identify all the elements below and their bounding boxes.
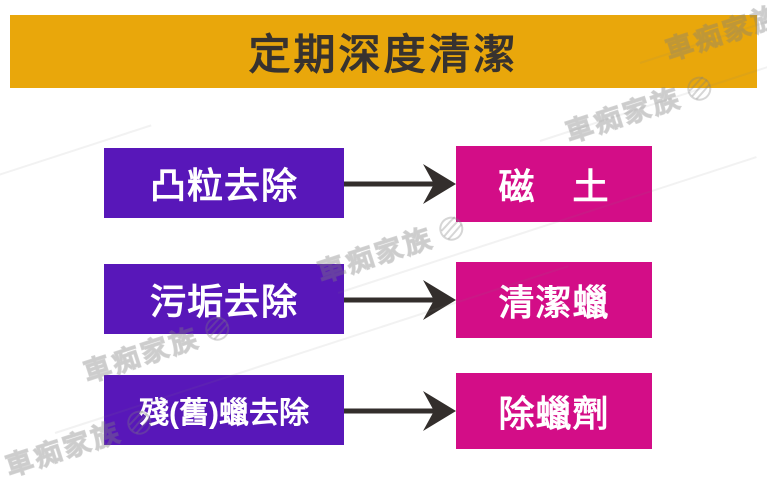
tool-label: 除蠟劑 <box>498 393 610 434</box>
tool-box: 磁 土 <box>456 146 652 222</box>
tool-box: 除蠟劑 <box>456 373 652 449</box>
tool-box: 清潔蠟 <box>456 262 652 338</box>
flow-row-3: 殘(舊)蠟去除 除蠟劑 <box>0 372 767 450</box>
step-box: 污垢去除 <box>104 264 344 334</box>
step-label: 凸粒去除 <box>149 165 298 206</box>
flow-row-2: 污垢去除 清潔蠟 <box>0 261 767 339</box>
step-box: 殘(舊)蠟去除 <box>104 375 344 445</box>
flow-row-1: 凸粒去除 磁 土 <box>0 145 767 223</box>
page-title: 定期深度清潔 <box>248 31 519 78</box>
arrow-right-icon <box>344 391 456 431</box>
tool-label: 磁 土 <box>498 166 610 207</box>
title-banner: 定期深度清潔 <box>10 15 757 88</box>
arrow-right-icon <box>344 280 456 320</box>
tool-label: 清潔蠟 <box>498 282 610 323</box>
arrow-right-icon <box>344 164 456 204</box>
step-box: 凸粒去除 <box>104 148 344 218</box>
step-label: 殘(舊)蠟去除 <box>139 397 309 430</box>
step-label: 污垢去除 <box>149 281 298 322</box>
